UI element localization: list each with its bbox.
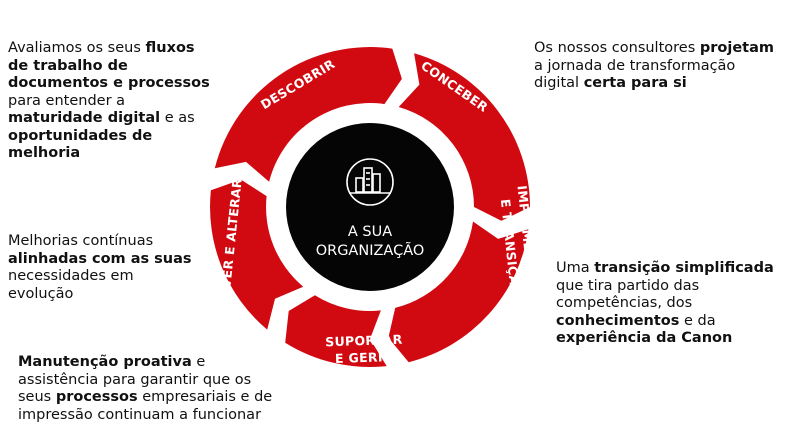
buildings-icon xyxy=(346,158,394,206)
support-description: Manutenção proativa e assistência para g… xyxy=(18,354,283,424)
text-run: conhecimentos xyxy=(556,312,680,329)
text-run: Avaliamos os seus xyxy=(8,40,146,56)
segment-discover xyxy=(214,47,402,182)
segment-design xyxy=(398,53,531,221)
text-run: Os nossos consultores xyxy=(534,40,700,56)
text-run: experiência da Canon xyxy=(556,330,733,346)
text-run: empresariais e de impressão continuam a … xyxy=(18,389,273,423)
review-description: Melhorias contínuas alinhadas com as sua… xyxy=(8,233,198,303)
text-run: projetam xyxy=(699,40,774,56)
text-run: e as xyxy=(160,110,195,126)
text-run: certa para si xyxy=(583,75,687,91)
text-run: necessidades em evolução xyxy=(8,268,134,302)
text-run: Melhorias contínuas xyxy=(8,233,154,249)
text-run: fluxos de trabalho de documentos e proce… xyxy=(8,40,210,91)
stage-support-label-line1: SUPORTAR xyxy=(325,332,403,350)
discover-description: Avaliamos os seus fluxos de trabalho de … xyxy=(8,40,218,163)
text-run: maturidade digital xyxy=(8,110,161,126)
text-run: e da xyxy=(679,312,716,329)
stage-support-label-line2: E GERIR xyxy=(335,349,393,366)
text-run: e assistência para garantir que os seus xyxy=(18,354,252,405)
segment-support xyxy=(285,295,387,367)
text-run: para entender a xyxy=(8,92,126,109)
text-run: Uma xyxy=(556,260,595,276)
text-run: oportunidades de melhoria xyxy=(8,127,153,162)
center-circle xyxy=(286,123,454,291)
text-run: alinhadas com as suas xyxy=(8,250,192,267)
segment-implement xyxy=(388,221,529,363)
text-run: processos xyxy=(55,389,138,405)
center-title-line2: ORGANIZAÇÃO xyxy=(316,242,425,259)
text-run: Manutenção proativa xyxy=(18,354,192,370)
center-title-line1: A SUA xyxy=(348,224,392,240)
text-run: que tira partido das competências, dos xyxy=(556,277,700,312)
text-run: a jornada de transformação digital xyxy=(534,57,736,92)
design-description: Os nossos consultores projetam a jornada… xyxy=(534,40,774,93)
text-run: transição simplificada xyxy=(594,260,774,276)
implement-description: Uma transição simplificada que tira part… xyxy=(556,260,791,348)
segment-review xyxy=(210,179,304,330)
